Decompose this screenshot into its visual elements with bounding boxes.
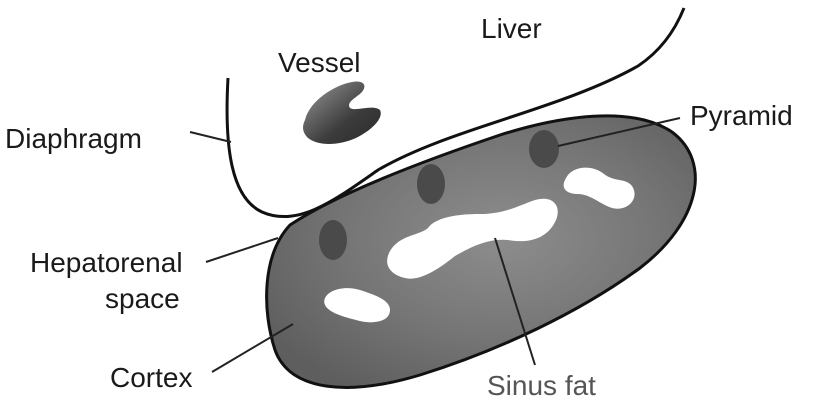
- label-diaphragm: Diaphragm: [5, 123, 142, 154]
- label-hepatorenal-line2: space: [105, 283, 180, 314]
- label-pyramid: Pyramid: [690, 100, 793, 131]
- pyramid-2: [417, 164, 445, 204]
- label-vessel: Vessel: [278, 47, 361, 78]
- label-liver: Liver: [481, 13, 542, 44]
- label-hepatorenal-line1: Hepatorenal: [30, 247, 183, 278]
- label-cortex: Cortex: [110, 362, 192, 393]
- vessel-shape: [303, 81, 381, 144]
- leader-hepatorenal: [206, 238, 278, 262]
- pyramid-1: [319, 220, 347, 260]
- label-sinus-fat: Sinus fat: [487, 370, 596, 401]
- pyramid-3: [529, 130, 559, 168]
- leader-diaphragm: [190, 132, 231, 142]
